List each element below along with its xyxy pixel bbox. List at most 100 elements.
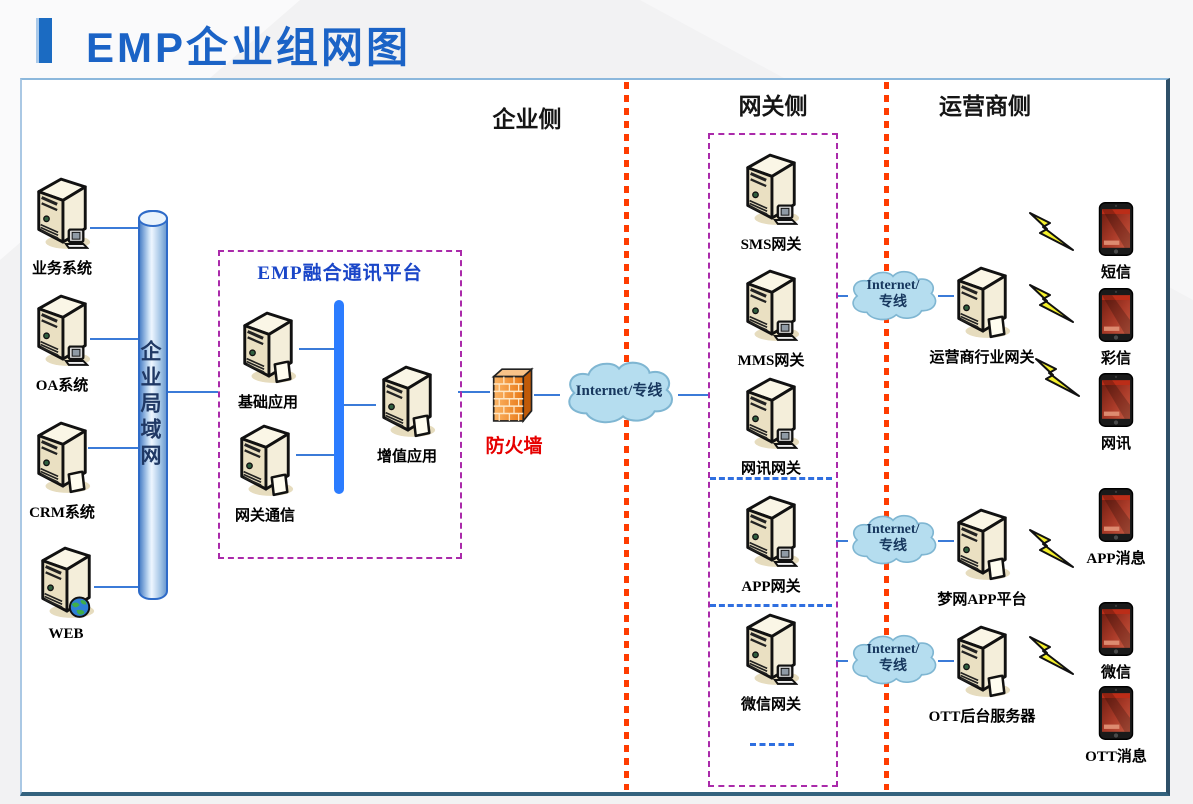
terminal-app-message: APP消息	[1076, 488, 1156, 568]
platform-bus-bar	[334, 300, 344, 494]
terminal-label: 网讯	[1100, 436, 1131, 452]
node-label: 基础应用	[237, 395, 298, 411]
cloud-label-line1: Internet/	[866, 522, 920, 537]
terminal-label: OTT消息	[1085, 749, 1147, 765]
server-icon	[951, 622, 1013, 700]
lightning-icon	[1028, 529, 1074, 569]
connector-line	[534, 394, 560, 396]
node-gateway-comm: 网关通信	[217, 421, 313, 525]
node-mengwang-app-platform: 梦网APP平台	[912, 505, 1052, 609]
connector-line	[678, 394, 708, 396]
server-icon	[740, 150, 802, 228]
phone-icon	[1098, 686, 1134, 740]
node-oa-system: OA系统	[14, 291, 110, 395]
node-label: OTT后台服务器	[928, 709, 1036, 725]
connector-line	[299, 348, 334, 350]
node-label: 网讯网关	[740, 461, 801, 477]
ellipsis-dashes	[750, 743, 794, 746]
cloud-label: Internet/专线	[575, 383, 663, 399]
emp-platform-box	[218, 250, 462, 559]
gateway-divider	[710, 477, 832, 480]
section-label-gateway: 网关侧	[738, 94, 808, 119]
lightning-icon	[1028, 284, 1074, 324]
zone-separator-left	[624, 82, 629, 790]
server-icon	[740, 266, 802, 344]
server-icon	[376, 362, 438, 440]
server-icon	[951, 263, 1013, 341]
server-icon	[31, 291, 93, 369]
node-label: WEB	[48, 626, 84, 642]
server-icon	[740, 374, 802, 452]
terminal-label: APP消息	[1086, 551, 1146, 567]
node-value-added-app: 增值应用	[359, 362, 455, 466]
title-accent-bar	[36, 18, 52, 63]
node-wangxun-gateway: 网讯网关	[723, 374, 819, 478]
connector-line	[90, 227, 140, 229]
node-label: MMS网关	[737, 353, 805, 369]
server-icon	[951, 505, 1013, 583]
node-label: 增值应用	[376, 449, 437, 465]
emp-platform-title: EMP融合通讯平台	[257, 263, 423, 284]
phone-icon	[1098, 602, 1134, 656]
node-label: 业务系统	[31, 261, 92, 277]
node-label: APP网关	[741, 579, 801, 595]
lightning-icon	[1028, 212, 1074, 252]
lan-label: 企业局域网	[138, 340, 162, 470]
phone-icon	[1098, 488, 1134, 542]
phone-icon	[1098, 202, 1134, 256]
connector-line	[90, 338, 140, 340]
connector-line	[458, 391, 490, 393]
connector-line	[836, 540, 848, 542]
terminal-wangxun: 网讯	[1076, 373, 1156, 453]
node-label: 梦网APP平台	[937, 592, 1027, 608]
node-label: 微信网关	[740, 697, 801, 713]
internet-cloud-a: Internet/ 专线	[844, 264, 942, 328]
node-sms-gateway: SMS网关	[723, 150, 819, 254]
cloud-label-line1: Internet/	[866, 642, 920, 657]
zone-separator-right	[884, 82, 889, 790]
connector-line	[836, 295, 848, 297]
server-icon	[31, 174, 93, 252]
connector-line	[94, 586, 140, 588]
gateway-divider	[710, 604, 832, 607]
terminal-sms: 短信	[1076, 202, 1156, 282]
node-label: 网关通信	[234, 508, 295, 524]
gateway-box	[708, 133, 838, 787]
section-label-enterprise: 企业侧	[492, 107, 562, 132]
terminal-mms: 彩信	[1076, 288, 1156, 368]
section-label-operator: 运营商侧	[939, 94, 1031, 119]
node-wechat-gateway: 微信网关	[723, 610, 819, 714]
node-ott-backend-server: OTT后台服务器	[912, 622, 1052, 726]
connector-line	[938, 660, 954, 662]
terminal-label: 短信	[1100, 265, 1131, 281]
connector-line	[296, 454, 334, 456]
server-icon	[740, 492, 802, 570]
page-title: EMP企业组网图	[86, 24, 412, 71]
connector-line	[166, 391, 218, 393]
terminal-wechat: 微信	[1076, 602, 1156, 682]
connector-line	[88, 447, 140, 449]
node-operator-industry-gateway: 运营商行业网关	[912, 263, 1052, 367]
internet-cloud-c: Internet/ 专线	[844, 628, 942, 692]
cloud-label-line2: 专线	[879, 659, 907, 674]
firewall-icon	[490, 364, 538, 428]
connector-line	[938, 295, 954, 297]
node-base-app: 基础应用	[220, 308, 316, 412]
node-label: 运营商行业网关	[929, 350, 1035, 366]
server-icon	[234, 421, 296, 499]
server-icon	[35, 543, 97, 621]
terminal-ott-message: OTT消息	[1076, 686, 1156, 766]
server-icon	[237, 308, 299, 386]
connector-line	[344, 404, 376, 406]
internet-cloud-b: Internet/ 专线	[844, 508, 942, 572]
node-mms-gateway: MMS网关	[723, 266, 819, 370]
phone-icon	[1098, 373, 1134, 427]
firewall-label: 防火墙	[485, 436, 543, 457]
server-icon	[740, 610, 802, 688]
connector-line	[836, 660, 848, 662]
cloud-label-line2: 专线	[879, 539, 907, 554]
cloud-label-line2: 专线	[879, 295, 907, 310]
node-app-gateway: APP网关	[723, 492, 819, 596]
cloud-label-line1: Internet/	[866, 278, 920, 293]
